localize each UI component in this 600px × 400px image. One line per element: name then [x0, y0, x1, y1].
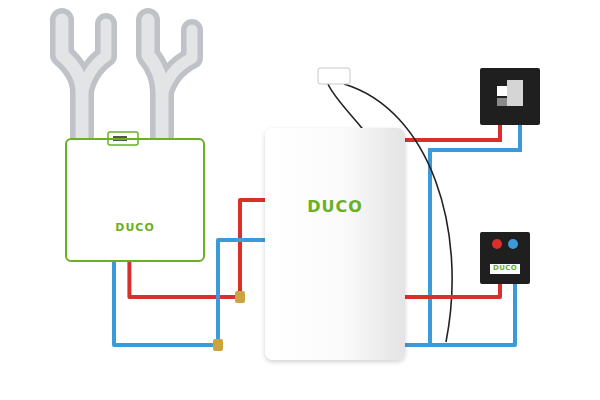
heat-pump-unit	[480, 68, 540, 125]
unit-body	[65, 138, 205, 262]
heat-pump-symbol	[507, 80, 523, 106]
manifold-unit: DUCO	[480, 232, 530, 284]
pipe	[129, 200, 265, 297]
heat-pump-symbol	[497, 86, 507, 96]
pipe	[405, 284, 500, 297]
blue-dial	[508, 239, 518, 249]
duct	[148, 20, 162, 140]
duct-highlight	[82, 24, 106, 96]
control-box	[318, 68, 350, 84]
pipe	[405, 284, 515, 345]
ventilation-unit: DUCO	[65, 138, 205, 262]
heat-pump-symbol	[497, 98, 507, 106]
buffer-tank: DUCO	[265, 128, 405, 360]
duct	[62, 20, 82, 140]
brand-logo: DUCO	[115, 222, 155, 234]
heat-pump-housing	[480, 68, 540, 125]
brand-logo: DUCO	[307, 198, 363, 216]
valve	[213, 339, 223, 351]
red-dial	[492, 239, 502, 249]
air-ducts	[62, 20, 192, 140]
brand-logo: DUCO	[490, 264, 520, 274]
duct	[82, 24, 106, 96]
valve	[235, 291, 245, 303]
duct-highlight	[148, 20, 162, 140]
duct-highlight	[162, 30, 192, 96]
duct-highlight	[62, 20, 82, 140]
manifold-box	[480, 232, 530, 284]
pipe	[114, 240, 265, 345]
duct	[162, 30, 192, 96]
manifold-housing	[480, 232, 530, 284]
